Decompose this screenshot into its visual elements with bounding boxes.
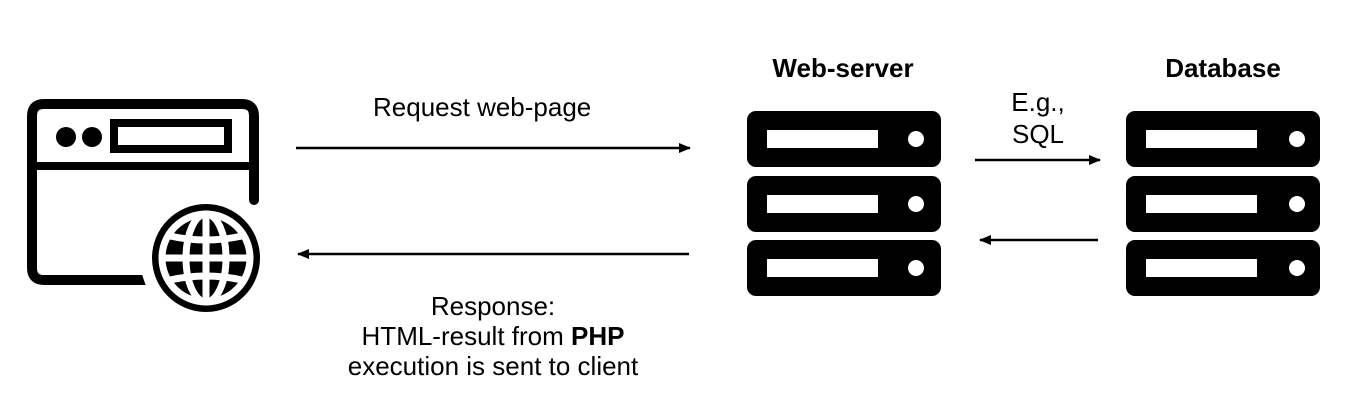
database-rack-icon bbox=[1126, 111, 1320, 296]
webserver-title: Web-server bbox=[772, 53, 914, 83]
server-unit-3 bbox=[747, 240, 941, 296]
response-line2: HTML-result from PHP bbox=[348, 321, 639, 351]
response-line2-prefix: HTML-result from bbox=[361, 321, 571, 351]
db-unit-3 bbox=[1126, 240, 1320, 296]
db-unit-2 bbox=[1126, 176, 1320, 232]
db-query-label-line2: SQL bbox=[1011, 119, 1065, 149]
webserver-rack-icon bbox=[747, 111, 941, 296]
response-line3: execution is sent to client bbox=[347, 351, 639, 381]
db-unit-1 bbox=[1126, 111, 1320, 167]
browser-globe-icon bbox=[27, 99, 272, 324]
server-unit-2 bbox=[747, 176, 941, 232]
db-query-label: E.g., SQL bbox=[1011, 86, 1064, 150]
db-query-label-line1: E.g., bbox=[1011, 87, 1065, 117]
response-label: Response: HTML-result from PHP execution… bbox=[348, 291, 639, 381]
response-line1: Response: bbox=[430, 291, 556, 321]
request-label: Request web-page bbox=[373, 92, 592, 122]
server-unit-1 bbox=[747, 111, 941, 167]
response-line2-bold: PHP bbox=[571, 321, 625, 351]
database-title: Database bbox=[1165, 53, 1281, 83]
